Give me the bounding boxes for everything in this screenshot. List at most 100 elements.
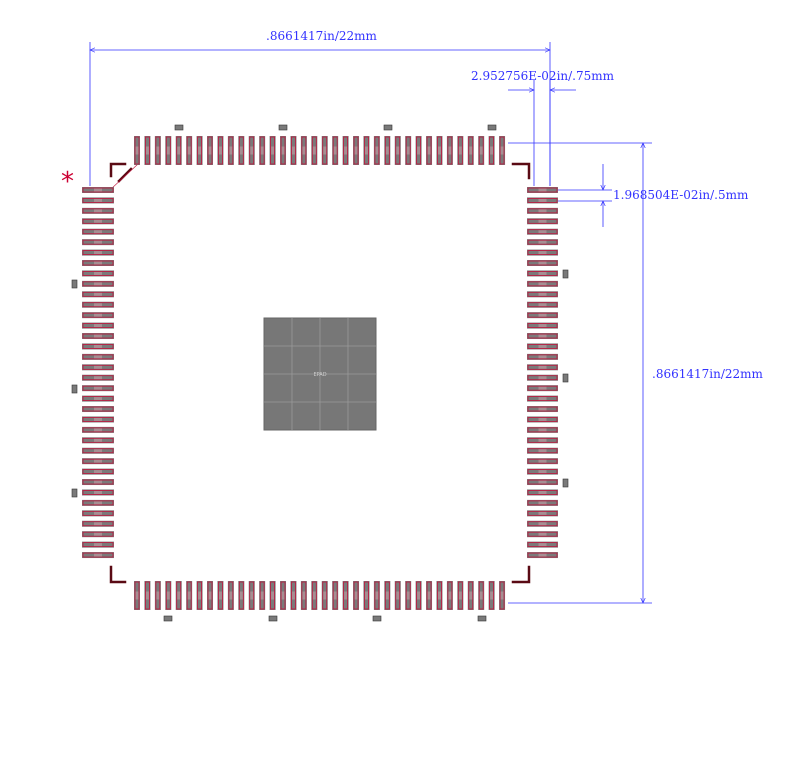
pad-right-mark <box>538 313 547 317</box>
pad-bottom-mark <box>302 591 306 600</box>
pad-left-mark <box>94 511 102 515</box>
pad-right-outline <box>527 291 558 297</box>
pad-left-outline <box>82 542 114 548</box>
pad-bottom-outline <box>343 581 349 610</box>
pad-top-outline <box>259 136 265 165</box>
pad-top-outline <box>499 136 505 165</box>
pad-right-mark <box>538 324 547 328</box>
pad-top-outline <box>249 136 255 165</box>
pad-bottom-mark <box>177 591 181 600</box>
pad-bottom-mark <box>448 591 452 600</box>
pad-top-outline <box>218 136 223 165</box>
pad-left-mark <box>94 209 102 213</box>
pad-right-outline <box>527 531 558 537</box>
pad-top-mark <box>281 146 285 155</box>
pad-bottom-outline <box>218 581 223 610</box>
pad-bottom-mark <box>208 591 212 600</box>
pad-bottom-mark <box>385 591 389 600</box>
pad-left-mark <box>94 230 102 234</box>
pad-left-mark <box>94 344 102 348</box>
pad-right-mark <box>538 198 547 202</box>
fiducial-mark <box>71 279 78 289</box>
silkscreen-outline <box>109 162 531 584</box>
pad-left-outline <box>82 354 114 360</box>
pad-left-outline <box>82 229 114 235</box>
pad-bottom-mark <box>166 591 170 600</box>
pad-right-mark <box>538 449 547 453</box>
pad-left-outline <box>82 479 114 485</box>
pad-top-outline <box>291 136 296 165</box>
epad-label: EPAD <box>313 372 326 378</box>
pad-bottom-outline <box>426 581 432 610</box>
pad-bottom-mark <box>354 591 358 600</box>
pad-bottom-mark <box>250 591 254 600</box>
pad-bottom-outline <box>489 581 495 610</box>
pad-right-mark <box>538 334 547 338</box>
pad-bottom-mark <box>135 591 139 600</box>
pad-left-mark <box>94 459 102 463</box>
pad-right-outline <box>527 437 558 443</box>
pad-bottom-outline <box>374 581 380 610</box>
pad-right-outline <box>527 375 558 381</box>
pad-bottom-outline <box>228 581 234 610</box>
pad-right-outline <box>527 198 558 203</box>
pad-top-mark <box>375 146 379 155</box>
pad-bottom-mark <box>333 591 337 600</box>
pad-left-outline <box>82 302 114 308</box>
pad-bottom-mark <box>271 591 275 600</box>
pad-right-outline <box>527 323 558 328</box>
pad-right-mark <box>538 303 547 307</box>
pad-bottom-outline <box>405 581 411 610</box>
pad-bottom-mark <box>291 591 295 600</box>
pad-right-mark <box>538 376 547 380</box>
pad-right-mark <box>538 271 547 275</box>
pad-top-mark <box>291 146 295 155</box>
pad-bottom-outline <box>384 581 390 610</box>
pad-bottom-outline <box>301 581 307 610</box>
pad-left-outline <box>82 333 114 339</box>
pad-right-mark <box>538 261 547 265</box>
pad-left-mark <box>94 490 102 494</box>
pad-left-outline <box>82 239 114 245</box>
pad-top-outline <box>270 136 275 165</box>
pad-top-outline <box>416 136 422 165</box>
pad-top-mark <box>417 146 421 155</box>
pad-left-outline <box>82 291 114 297</box>
pad-bottom-outline <box>291 581 296 610</box>
pad-right-outline <box>527 417 558 422</box>
pad-left-outline <box>82 437 114 443</box>
pad-right-outline <box>527 281 558 287</box>
pad-top-outline <box>238 136 244 165</box>
pad-left-mark <box>94 188 102 192</box>
pad-top-mark <box>406 146 410 155</box>
pad-right-mark <box>538 501 547 505</box>
pad-right-outline <box>527 448 558 454</box>
pad-right-mark <box>538 459 547 463</box>
pad-left-outline <box>82 344 114 349</box>
pad-left-outline <box>82 250 114 255</box>
pad-top-outline <box>134 136 140 165</box>
pad-right-outline <box>527 427 558 433</box>
pad-right-mark <box>538 344 547 348</box>
fiducial-mark <box>163 615 173 622</box>
pad-left-outline <box>82 281 114 287</box>
pad-bottom-mark <box>156 591 160 600</box>
pad-top-mark <box>198 146 202 155</box>
pad-right-outline <box>527 385 558 391</box>
pad-top-outline <box>395 136 401 165</box>
pad-bottom-outline <box>395 581 401 610</box>
pad-right-outline <box>527 396 558 402</box>
pad-top-mark <box>271 146 275 155</box>
pad-right-mark <box>538 292 547 296</box>
pin1-marker: * <box>61 167 74 197</box>
pad-left-outline <box>82 406 114 412</box>
pad-width-dimension-label: 2.952756E-02in/.75mm <box>471 69 615 83</box>
pad-top-mark <box>354 146 358 155</box>
pad-top-outline <box>322 136 328 165</box>
pad-bottom-mark <box>458 591 462 600</box>
pad-right-outline <box>527 260 558 266</box>
fiducial-markers <box>71 124 569 622</box>
pad-top-mark <box>323 146 327 155</box>
pad-bottom-mark <box>312 591 316 600</box>
pad-left-mark <box>94 428 102 432</box>
